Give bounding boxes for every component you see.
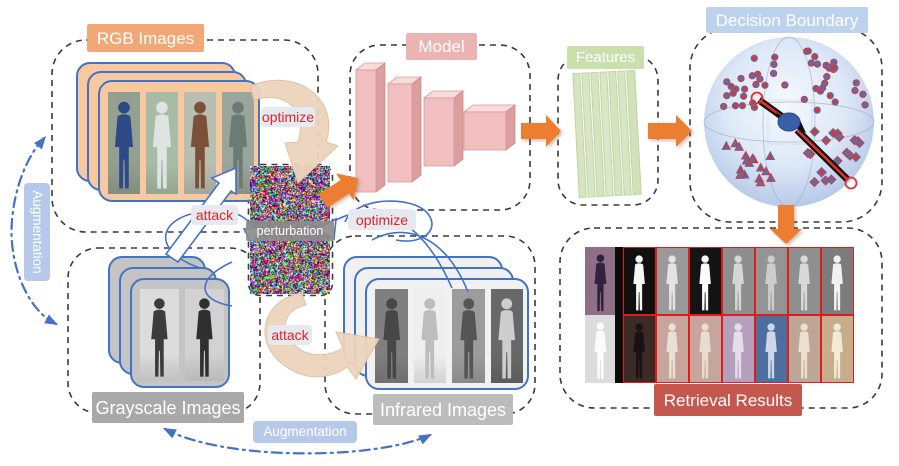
circle-marker [719, 102, 728, 111]
circle-marker [769, 69, 778, 78]
person-photo [452, 289, 485, 383]
person-photo [375, 289, 408, 383]
diamond-marker [849, 135, 860, 146]
query-image [585, 315, 615, 383]
circle-marker [826, 91, 834, 100]
circle-marker [739, 92, 748, 100]
triangle-marker [730, 138, 741, 148]
retrieved-image [821, 315, 854, 383]
diamond-marker [809, 176, 820, 188]
query-separator [615, 247, 623, 315]
retrieved-image [755, 247, 788, 315]
perturbation-noise [250, 166, 330, 294]
diamond-marker [828, 127, 839, 139]
retrieved-image [689, 315, 722, 383]
diamond-marker [816, 166, 827, 178]
triangle-marker [761, 166, 771, 176]
circle-marker [731, 102, 740, 110]
feature-scatter-markers [719, 47, 869, 188]
feature-slabs [572, 69, 642, 199]
circle-marker [750, 103, 759, 112]
retrieved-image [788, 247, 821, 315]
retrieved-image [656, 315, 689, 383]
circle-marker [851, 86, 859, 95]
triangle-marker [765, 172, 776, 182]
circle-marker [761, 81, 769, 89]
diamond-marker [809, 126, 820, 137]
circle-marker [727, 82, 735, 91]
person-photo [185, 289, 224, 381]
circle-marker [752, 80, 760, 89]
decision-boundary-sphere [703, 36, 875, 208]
circle-marker [823, 73, 831, 81]
diamond-marker [841, 147, 852, 158]
triangle-marker [739, 169, 750, 179]
circle-marker [748, 72, 756, 80]
person-photo [184, 92, 216, 194]
circle-marker [771, 53, 779, 61]
retrieved-image [623, 247, 656, 315]
retrieved-image [656, 247, 689, 315]
circle-marker [800, 95, 808, 104]
grayscale-stack-front [130, 278, 230, 388]
query-image [585, 247, 615, 315]
circle-marker [861, 101, 869, 109]
query-separator [615, 315, 623, 383]
circle-marker [729, 89, 737, 97]
circle-marker [811, 52, 819, 61]
triangle-marker [765, 150, 776, 160]
circle-marker [816, 87, 825, 95]
perturbation-shift-arrows [750, 91, 858, 190]
circle-marker [813, 106, 821, 114]
retrieved-image [788, 315, 821, 383]
retrieved-image [722, 247, 755, 315]
circle-marker [738, 101, 747, 110]
circle-marker [723, 78, 731, 86]
circle-marker [804, 47, 812, 55]
circle-marker [831, 98, 839, 106]
model-cnn-blocks [354, 62, 517, 193]
triangle-marker [755, 177, 766, 187]
diamond-marker [833, 131, 845, 142]
retrieval-results-grid [585, 247, 854, 383]
person-photo [413, 289, 446, 383]
triangle-marker [755, 162, 766, 172]
retrieval-row [585, 315, 854, 383]
retrieved-image [821, 247, 854, 315]
person-photo [490, 289, 523, 383]
diamond-marker [820, 135, 832, 146]
diamond-marker [802, 147, 814, 159]
person-photo [108, 92, 140, 194]
circle-marker [740, 85, 749, 93]
circle-marker [770, 60, 778, 69]
circle-marker [737, 74, 745, 83]
circle-marker [859, 90, 867, 98]
retrieved-image [689, 247, 722, 315]
person-photo [140, 289, 179, 381]
person-photo [146, 92, 178, 194]
triangle-marker [747, 153, 758, 163]
retrieval-row [585, 247, 854, 315]
retrieved-image [623, 315, 656, 383]
circle-marker [750, 54, 758, 62]
triangle-marker [741, 155, 752, 165]
circle-marker [852, 79, 860, 87]
retrieved-image [722, 315, 755, 383]
rgb-stack-front [98, 80, 260, 202]
diamond-marker [826, 174, 837, 185]
triangle-marker [734, 141, 745, 151]
retrieved-image [755, 315, 788, 383]
triangle-marker [721, 140, 732, 150]
circle-marker [813, 60, 822, 68]
circle-marker [781, 81, 789, 89]
circle-marker [824, 63, 833, 71]
circle-marker [723, 92, 731, 100]
infrared-stack-front [365, 278, 529, 390]
